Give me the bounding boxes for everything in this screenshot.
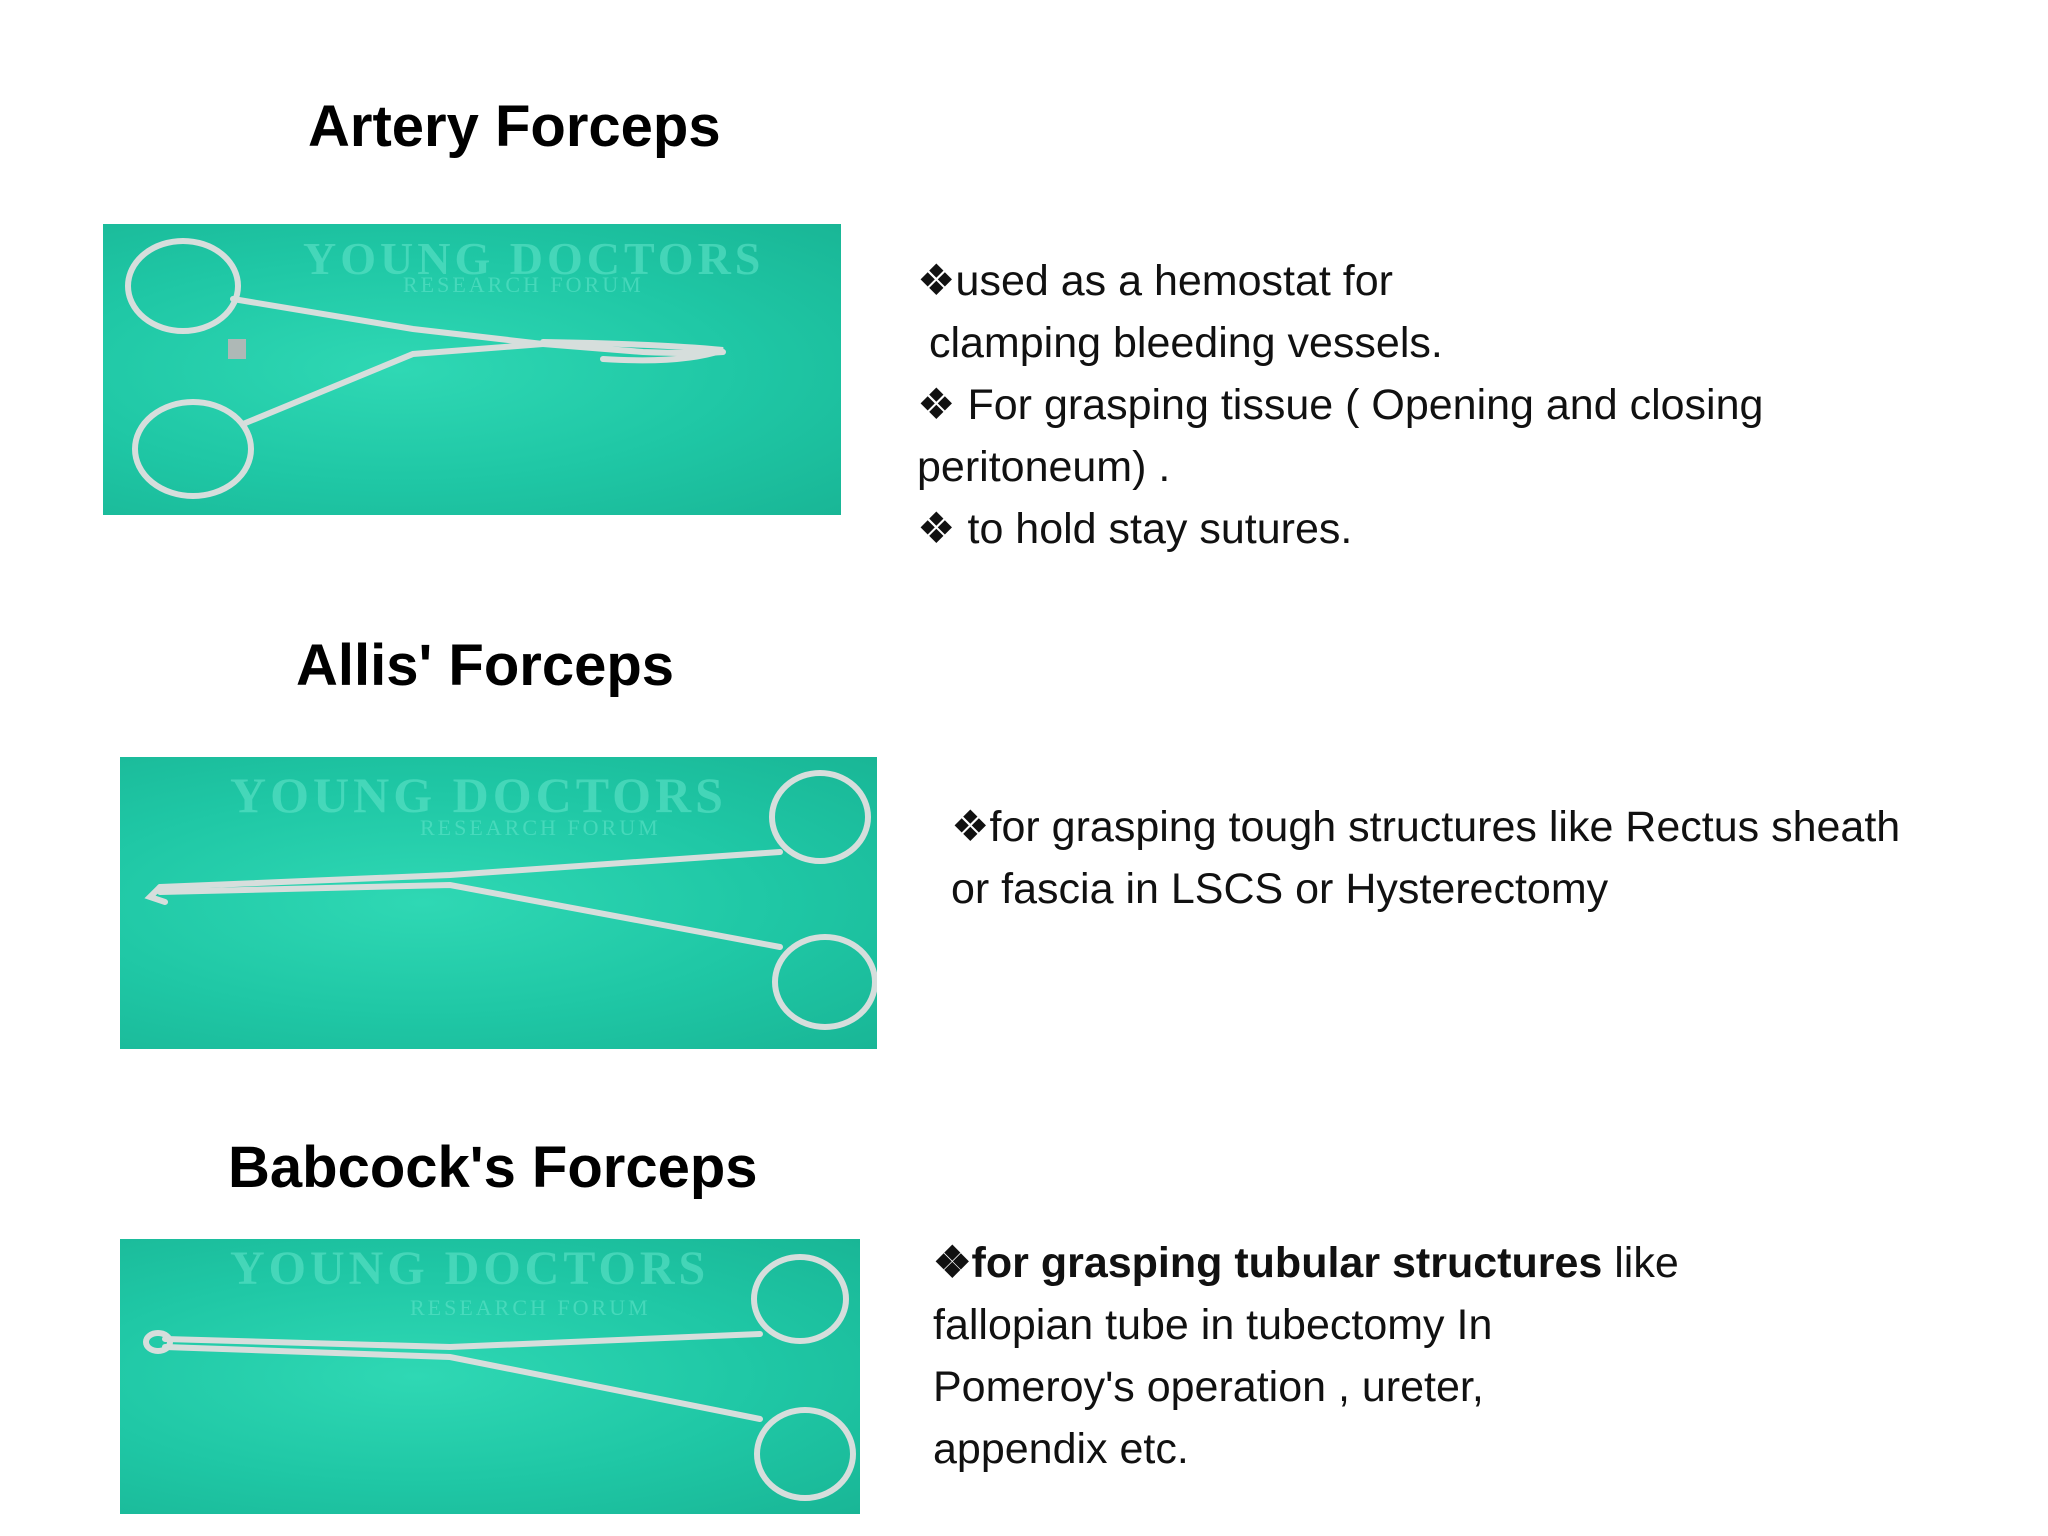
desc-line: ❖for grasping tough structures like Rect…	[951, 803, 1901, 851]
desc-bold-text: ❖for grasping tubular structures	[933, 1239, 1603, 1287]
desc-line: ❖for grasping tubular structures like	[933, 1232, 1679, 1294]
watermark-subtext: RESEARCH FORUM	[410, 1295, 651, 1320]
desc-line: clamping bleeding vessels.	[917, 319, 1443, 367]
artery-forceps-description: ❖used as a hemostat for clamping bleedin…	[917, 250, 1763, 560]
watermark-subtext: RESEARCH FORUM	[403, 272, 644, 297]
watermark-subtext: RESEARCH FORUM	[420, 815, 661, 840]
artery-forceps-image: YOUNG DOCTORS RESEARCH FORUM	[103, 224, 841, 515]
allis-forceps-image: YOUNG DOCTORS RESEARCH FORUM	[120, 757, 877, 1049]
babcock-forceps-image: YOUNG DOCTORS RESEARCH FORUM	[120, 1239, 860, 1514]
artery-forceps-title: Artery Forceps	[308, 94, 721, 159]
desc-line: fallopian tube in tubectomy In	[933, 1301, 1493, 1349]
desc-rest-text: like	[1602, 1239, 1679, 1287]
desc-line: ❖ to hold stay sutures.	[917, 505, 1353, 553]
desc-line: Pomeroy's operation , ureter,	[933, 1363, 1484, 1411]
babcock-forceps-title: Babcock's Forceps	[228, 1135, 758, 1200]
babcock-forceps-drawing: YOUNG DOCTORS RESEARCH FORUM	[143, 1242, 856, 1501]
desc-line: or fascia in LSCS or Hysterectomy	[951, 865, 1609, 913]
allis-forceps-title: Allis' Forceps	[296, 633, 675, 698]
allis-forceps-description: ❖for grasping tough structures like Rect…	[951, 796, 1900, 920]
allis-forceps-drawing: YOUNG DOCTORS RESEARCH FORUM	[144, 767, 877, 1030]
watermark-text: YOUNG DOCTORS	[230, 1242, 709, 1295]
watermark-text: YOUNG DOCTORS	[303, 233, 764, 284]
watermark-text: YOUNG DOCTORS	[230, 767, 727, 823]
artery-forceps-drawing: YOUNG DOCTORS RESEARCH FORUM	[125, 233, 764, 499]
desc-line: ❖ For grasping tissue ( Opening and clos…	[917, 381, 1764, 429]
desc-line: appendix etc.	[933, 1425, 1189, 1473]
babcock-forceps-description: ❖for grasping tubular structures like fa…	[933, 1232, 1679, 1480]
desc-line: ❖used as a hemostat for	[917, 257, 1393, 305]
desc-line: peritoneum) .	[917, 443, 1171, 491]
